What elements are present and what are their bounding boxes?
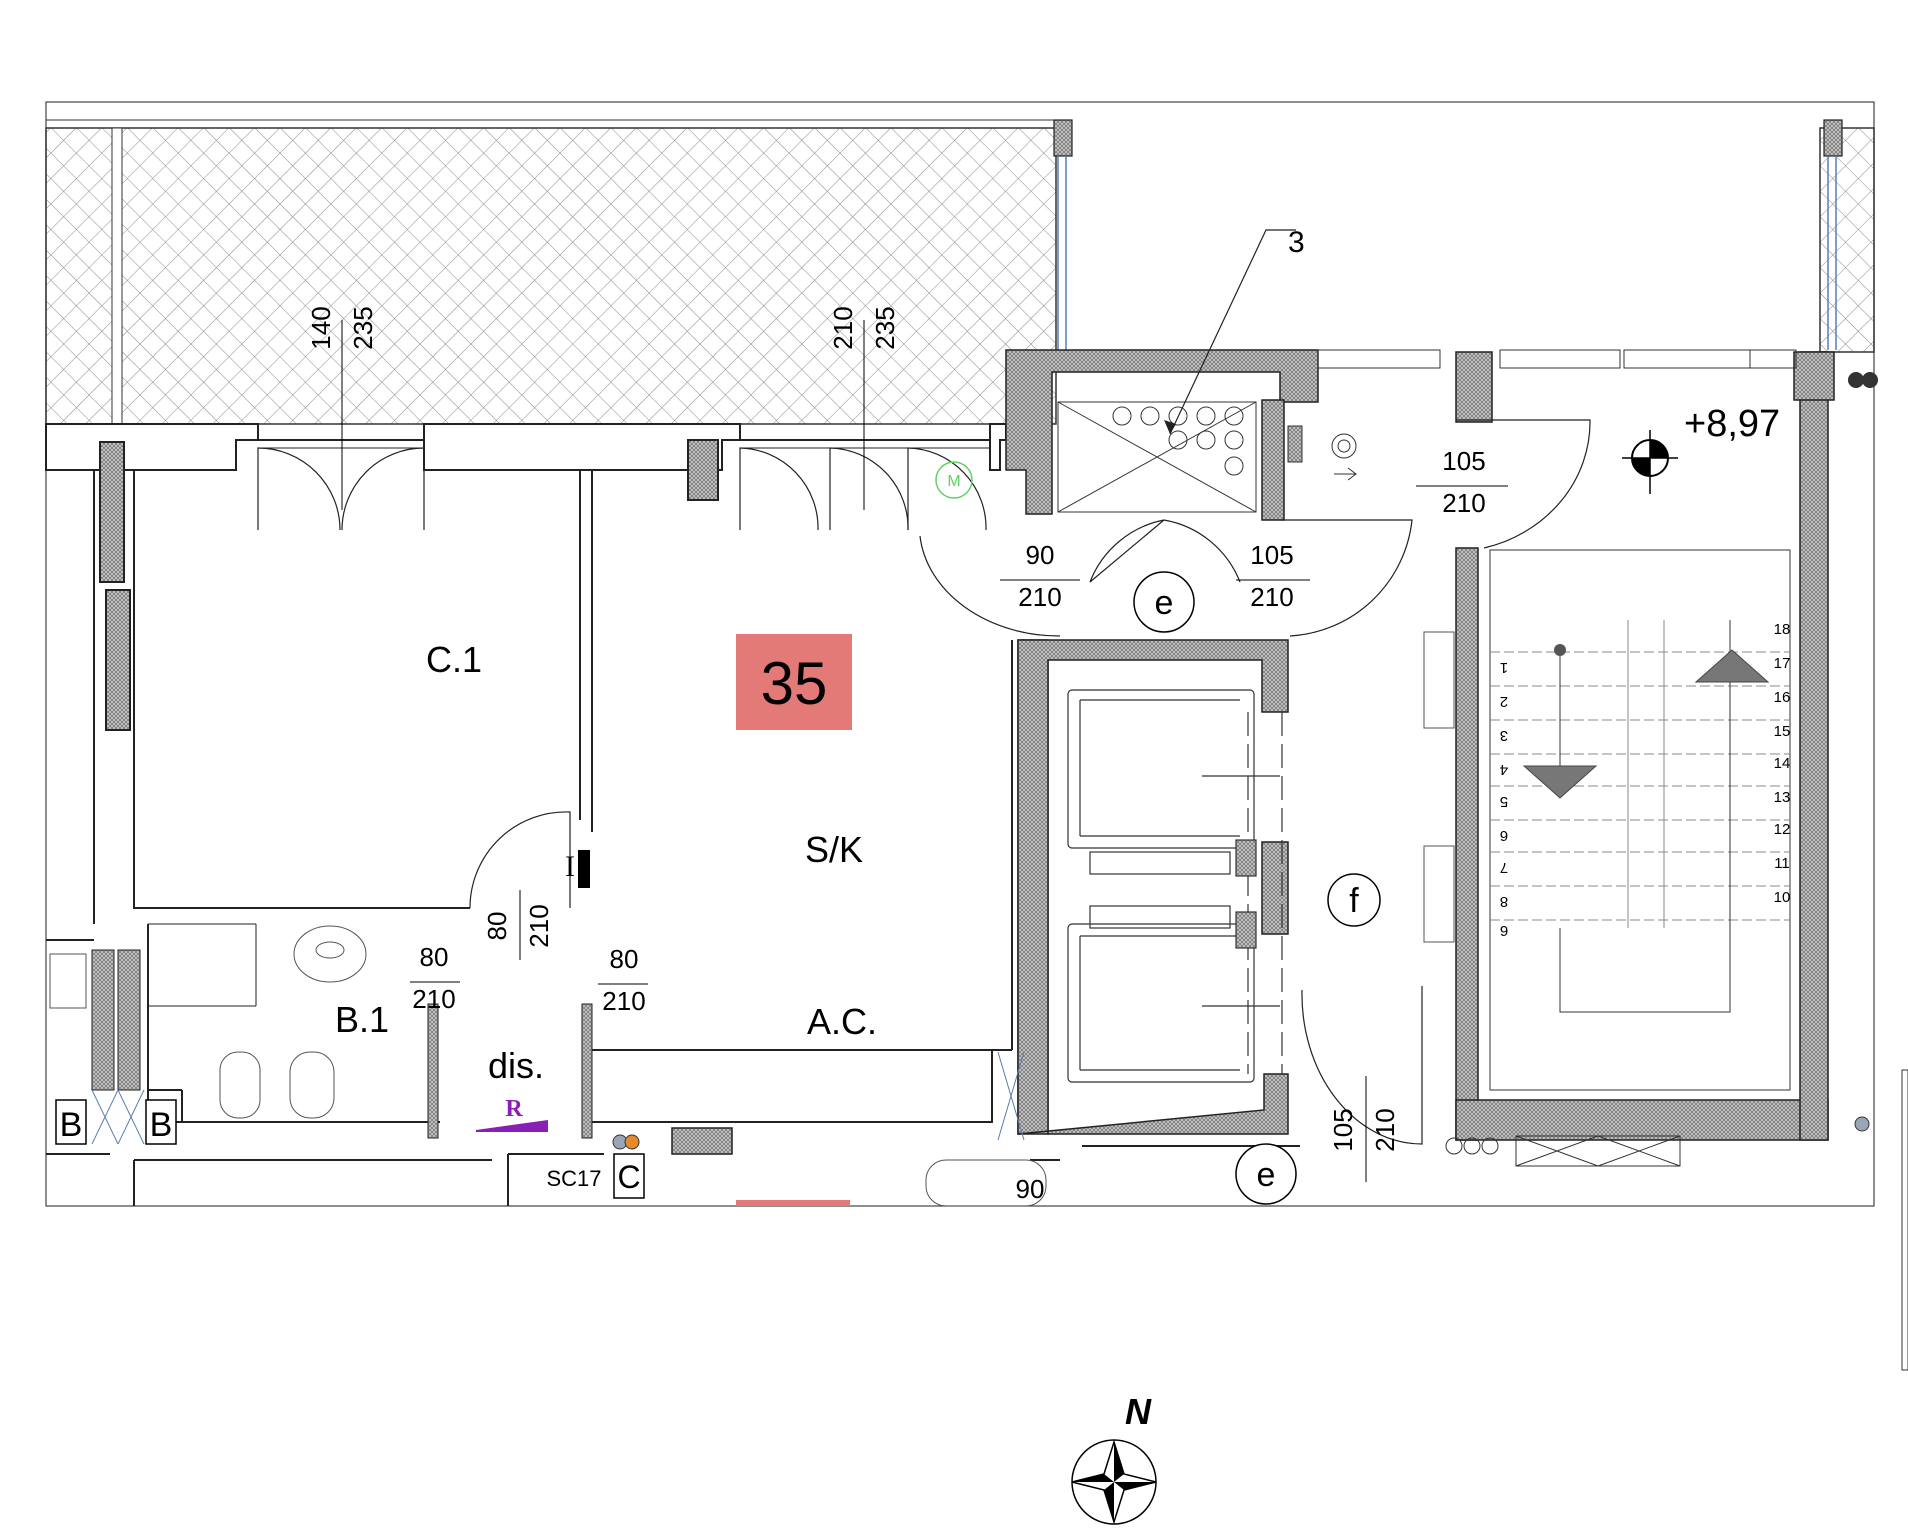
unit-number: 35 <box>761 650 828 717</box>
elevation-marker <box>1622 430 1678 494</box>
door-dimensions <box>341 320 1508 1182</box>
tag-c: C <box>617 1159 640 1195</box>
m-marker-icon <box>935 461 973 499</box>
tag-e-bottom: e <box>1257 1156 1276 1194</box>
stair-step-right: 18 <box>1774 621 1791 638</box>
callout-3-label: 3 <box>1288 226 1305 259</box>
door-width-label: 90 <box>1026 540 1055 570</box>
stair-step-left: 8 <box>1500 893 1508 910</box>
elevators <box>1067 689 1283 1083</box>
exterior-wall-north <box>45 423 1007 924</box>
r-marker-label: R <box>505 1096 523 1122</box>
room-label-c1: C.1 <box>426 639 482 680</box>
b-tags <box>55 1099 177 1145</box>
tag-f: f <box>1349 882 1359 920</box>
stair-step-left: 4 <box>1500 761 1508 778</box>
bathroom-fixtures <box>49 925 1047 1207</box>
room-label-b1: B.1 <box>335 999 389 1040</box>
c-tag-box <box>613 1153 645 1199</box>
sc17-label: SC17 <box>546 1166 601 1191</box>
elevation-label: +8,97 <box>1684 403 1780 445</box>
stair-step-right: 11 <box>1774 855 1790 872</box>
stair-step-right: 17 <box>1774 655 1791 672</box>
stair-step-right: 15 <box>1774 723 1791 740</box>
door-height-label: 210 <box>412 984 455 1014</box>
socket-icons <box>612 372 1878 1150</box>
unit-number-badge <box>736 634 852 730</box>
door-height-label: 210 <box>1442 488 1485 518</box>
north-label: N <box>1125 1391 1152 1432</box>
stair-step-left: 2 <box>1500 693 1508 710</box>
tag-b-left: B <box>60 1106 83 1144</box>
interior-walls <box>46 470 1300 1206</box>
tag-b-right: B <box>150 1106 173 1144</box>
door-width-label: 140 <box>306 306 336 349</box>
core-walls <box>671 349 1835 1155</box>
door-width-label: 105 <box>1250 540 1293 570</box>
stair-step-left: 9 <box>1500 923 1508 940</box>
stair-step-left: 6 <box>1500 827 1508 844</box>
door-swings <box>257 419 1591 1145</box>
room-label-dis: dis. <box>488 1045 544 1086</box>
tag-e-top: e <box>1155 584 1174 622</box>
service-cabinet <box>1057 401 1357 513</box>
m-marker-label: M <box>947 473 960 490</box>
door-height-label: 210 <box>524 904 554 947</box>
stair-step-right: 12 <box>1774 821 1791 838</box>
door-dimension-labels: 140 235 210 235 90 210 105 210 105 210 80 210 80 210 8… <box>306 306 1486 1204</box>
partition-posts <box>91 949 593 1139</box>
room-label-ac: A.C. <box>807 1001 877 1042</box>
door-height-label: 210 <box>602 986 645 1016</box>
terrace <box>45 119 1875 425</box>
door-height-label: 235 <box>348 306 378 349</box>
glazed-corners <box>91 1051 1025 1145</box>
room-label-sk: S/K <box>805 829 863 870</box>
door-width-label: 80 <box>610 944 639 974</box>
stair-step-left: 3 <box>1500 727 1508 744</box>
door-height-label: 235 <box>870 306 900 349</box>
r-marker-wedge <box>476 1120 548 1132</box>
stair-step-right: 16 <box>1774 689 1791 706</box>
stair-step-right: 13 <box>1774 789 1791 806</box>
door-height-label: 210 <box>1250 582 1293 612</box>
door-width-label: 105 <box>1328 1108 1358 1151</box>
i-marker-label: I <box>565 850 575 883</box>
door-width-label: 105 <box>1442 446 1485 476</box>
stair-step-left: 1 <box>1500 659 1508 676</box>
door-width-label: 80 <box>420 942 449 972</box>
north-arrow-icon <box>1071 1439 1157 1525</box>
staircase <box>1423 549 1791 1167</box>
circle-tags <box>1133 571 1381 1205</box>
door-width-label: 210 <box>828 306 858 349</box>
door-height-label: 210 <box>1370 1108 1400 1151</box>
stair-step-right: 14 <box>1774 755 1791 772</box>
unit-number-badge-below <box>736 1200 850 1206</box>
stair-step-left: 5 <box>1500 793 1508 810</box>
stair-step-left: 7 <box>1500 859 1508 876</box>
callout-3: 3 <box>1164 226 1305 435</box>
i-marker-icon <box>578 850 590 888</box>
door-width-label: 80 <box>482 912 512 941</box>
core-windows <box>1317 349 1797 369</box>
door-width-label: 90 <box>1016 1174 1045 1204</box>
stair-step-right: 10 <box>1774 889 1791 906</box>
door-height-label: 210 <box>1018 582 1061 612</box>
